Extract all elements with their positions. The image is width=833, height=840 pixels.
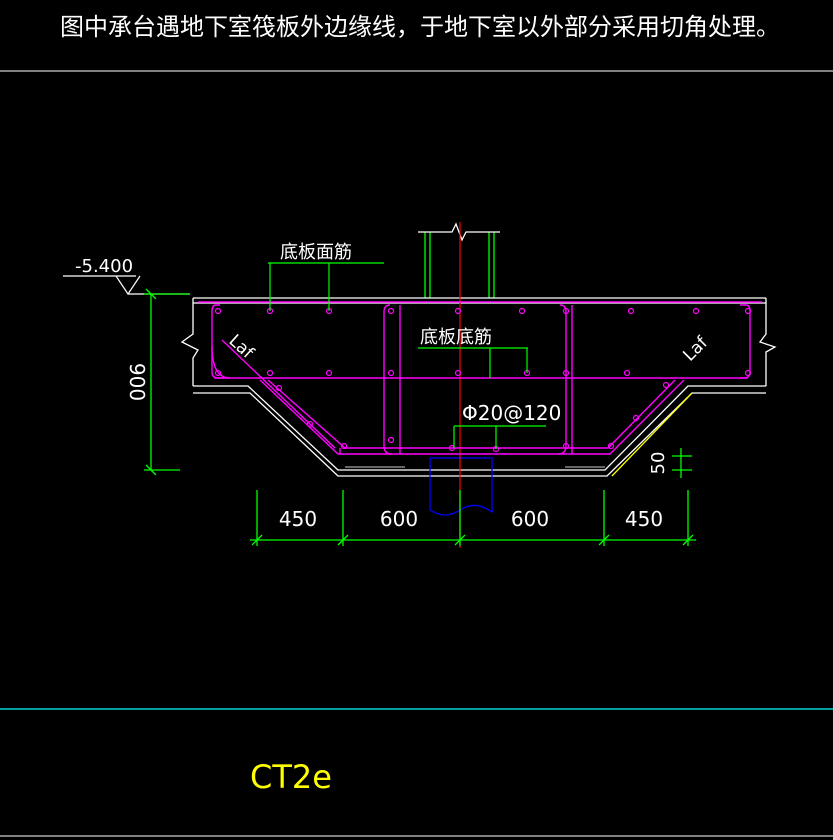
top-bar-label: 底板面筋 xyxy=(280,242,352,263)
laf-left-label: Laf xyxy=(225,331,258,364)
elevation-marker xyxy=(63,275,190,296)
column-stub xyxy=(424,232,495,298)
note-text: 图中承台遇地下室筏板外边缘线，于地下室以外部分采用切角处理。 xyxy=(60,13,780,41)
horizontal-dimension xyxy=(250,490,696,546)
height-label: 900 xyxy=(125,363,149,401)
pile xyxy=(429,457,493,516)
dim-label-1: 450 xyxy=(279,507,317,531)
elevation-label: -5.400 xyxy=(75,256,133,277)
chamfer-line xyxy=(611,392,693,477)
bottom-bar-label: 底板底筋 xyxy=(420,327,492,348)
rebar-spec-label: Φ20@120 xyxy=(462,401,561,425)
cover-label: 50 xyxy=(648,452,669,475)
cover-dimension xyxy=(672,448,692,478)
concrete-hatch xyxy=(345,466,605,468)
column-break-line xyxy=(418,222,500,242)
concrete-outline xyxy=(180,297,777,477)
dim-label-4: 450 xyxy=(625,507,663,531)
height-dimension xyxy=(144,288,190,476)
dim-label-3: 600 xyxy=(511,507,549,531)
laf-right-label: Laf xyxy=(679,332,712,365)
leader-lines xyxy=(268,262,546,449)
dim-label-2: 600 xyxy=(380,507,418,531)
rebar-cage xyxy=(198,301,762,455)
drawing-id: CT2e xyxy=(250,758,332,796)
